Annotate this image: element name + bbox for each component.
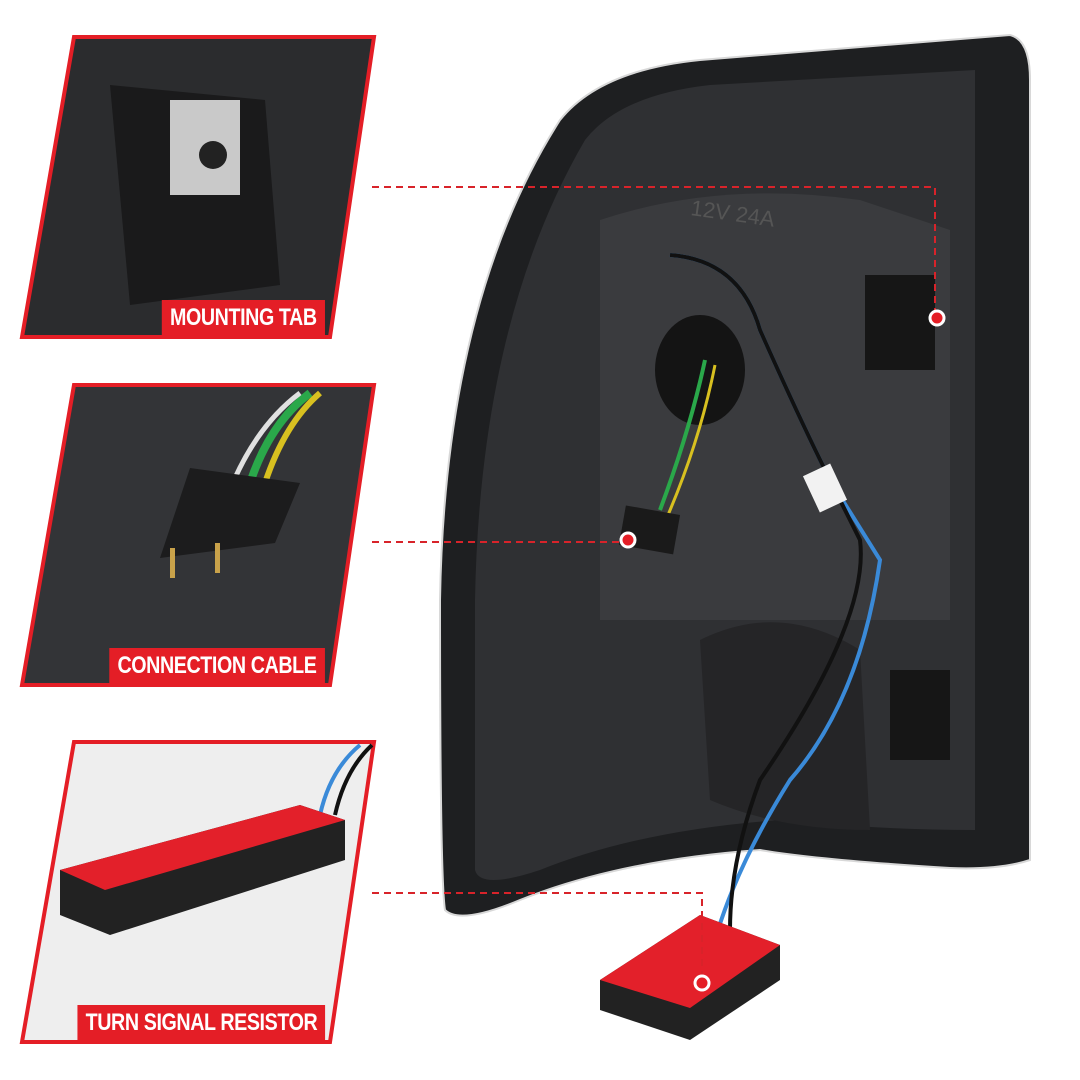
white-connector [802, 463, 848, 513]
callout-panel-turn-signal-resistor: TURN SIGNAL RESISTOR [0, 740, 380, 1045]
callout-dots [619, 309, 946, 992]
callout-dot-resistor [693, 974, 711, 992]
callout-lines [372, 186, 936, 983]
callout-label: CONNECTION CABLE [109, 648, 325, 683]
callout-dot-mounting-tab [928, 309, 946, 327]
callout-panel-mounting-tab: MOUNTING TAB [0, 35, 380, 340]
callout-label: TURN SIGNAL RESISTOR [76, 1005, 325, 1040]
wire-black [669, 253, 863, 931]
callout-panel-connection-cable: CONNECTION CABLE [0, 383, 380, 688]
callout-label: MOUNTING TAB [161, 300, 325, 335]
turn-signal-resistor [600, 915, 780, 1040]
callout-dot-connection-cable [619, 531, 637, 549]
